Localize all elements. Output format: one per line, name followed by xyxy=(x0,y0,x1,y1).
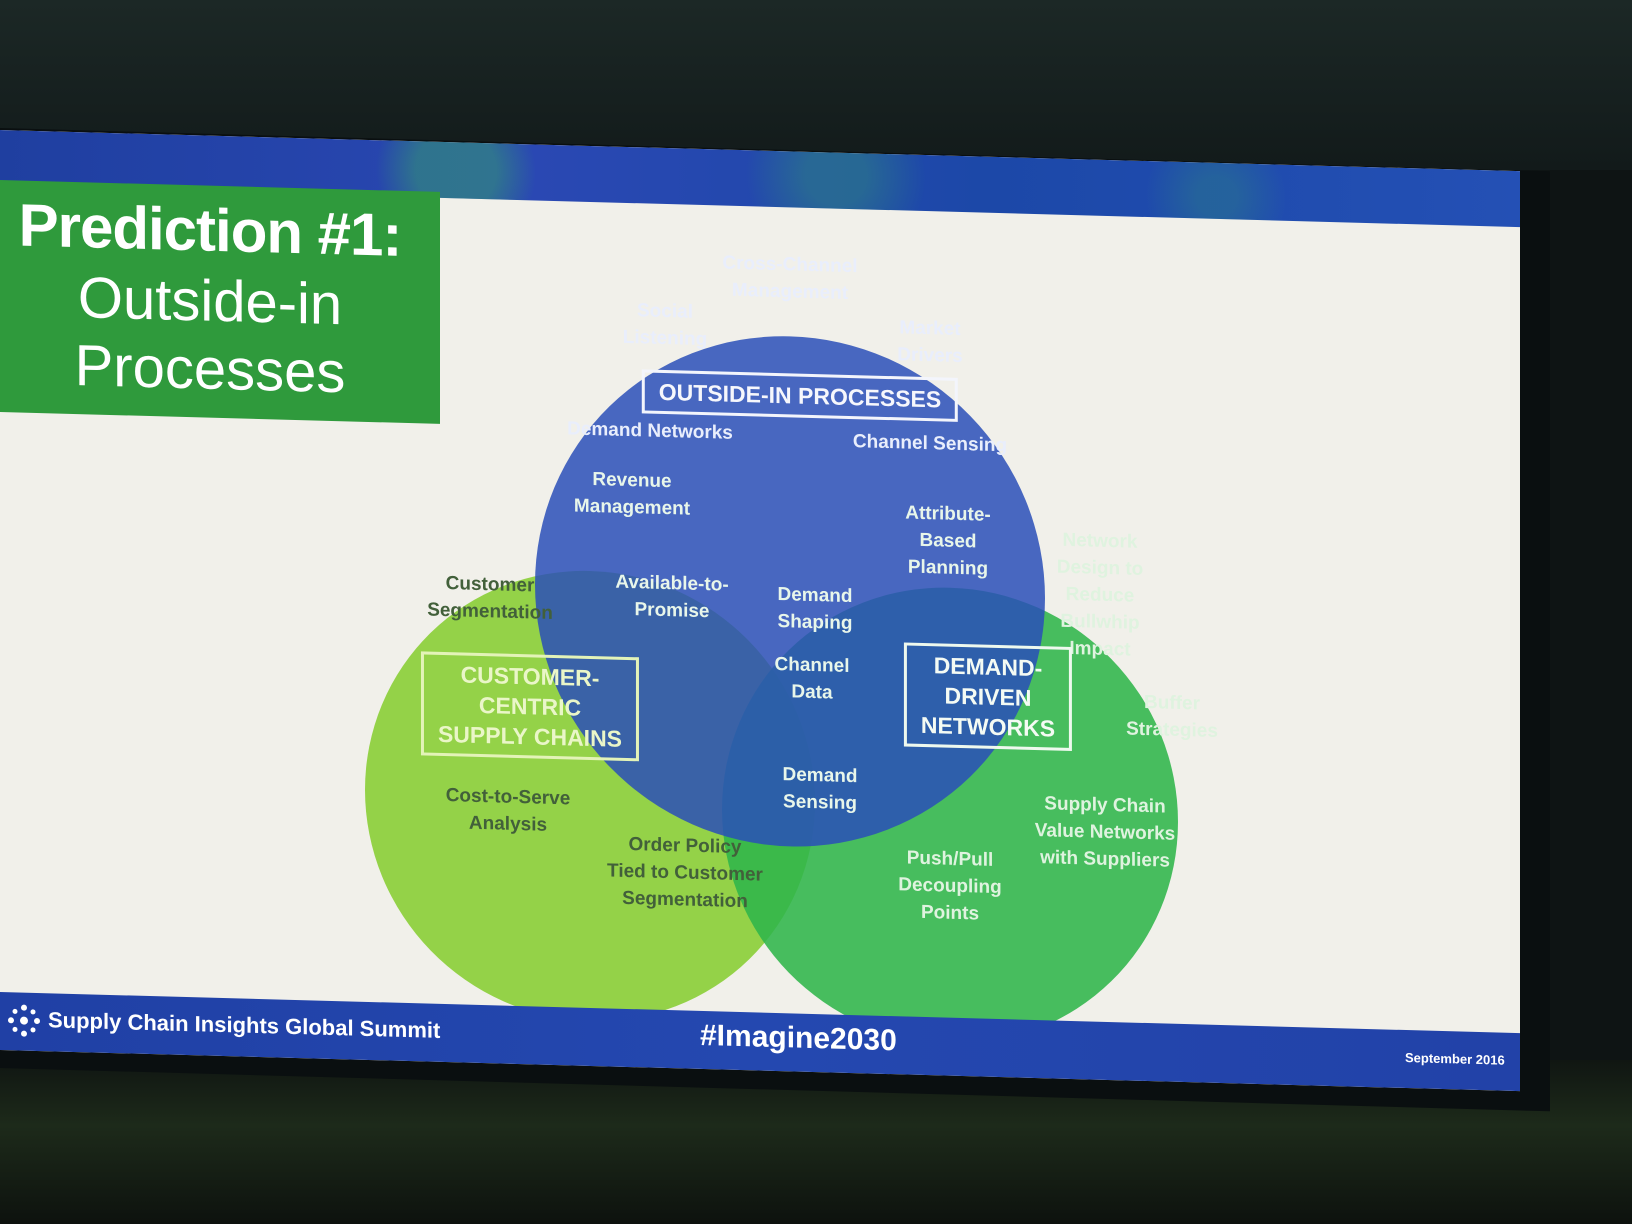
footer-brand: Supply Chain Insights Global Summit xyxy=(48,1007,441,1043)
label-demand-networks: Demand Networks xyxy=(567,418,733,444)
presentation-slide: Prediction #1: Outside-in Processes Cros… xyxy=(0,130,1520,1092)
label-cost-to-serve-analysis: Cost-to-Serve Analysis xyxy=(445,785,571,836)
label-demand-shaping: Demand Shaping xyxy=(777,584,853,635)
label-attribute-based-planning: Attribute- Based Planning xyxy=(905,502,991,580)
snowflake-logo-icon xyxy=(8,1004,40,1037)
label-channel-sensing: Channel Sensing xyxy=(852,431,1008,457)
label-push-pull-decoupling: Push/Pull Decoupling Points xyxy=(898,847,1002,925)
heading-customer-centric-supply-chains: CUSTOMER- CENTRIC SUPPLY CHAINS xyxy=(420,651,640,762)
label-channel-data: Channel Data xyxy=(774,653,850,704)
label-available-to-promise: Available-to- Promise xyxy=(615,571,729,623)
slide-footer-band: Supply Chain Insights Global Summit #Ima… xyxy=(0,992,1520,1092)
heading-outside-in-processes: OUTSIDE-IN PROCESSES xyxy=(641,369,959,422)
label-network-design: Network Design to Reduce Bullwhip Impact xyxy=(1056,529,1144,661)
label-order-policy: Order Policy Tied to Customer Segmentati… xyxy=(607,834,763,913)
label-revenue-management: Revenue Management xyxy=(573,469,691,520)
footer-date: September 2016 xyxy=(1405,1050,1505,1068)
label-cross-channel-management: Cross-Channel Management xyxy=(722,252,858,304)
circle-outside-in xyxy=(535,336,1045,847)
footer-hashtag: #Imagine2030 xyxy=(700,1018,897,1058)
venn-diagram xyxy=(365,336,1178,1044)
label-demand-sensing: Demand Sensing xyxy=(782,764,858,815)
label-social-listening: Social Listening xyxy=(622,300,708,351)
heading-demand-driven-networks: DEMAND- DRIVEN NETWORKS xyxy=(903,642,1073,752)
label-supply-chain-value-networks: Supply Chain Value Networks with Supplie… xyxy=(1034,793,1176,872)
label-market-drivers: Market Drivers xyxy=(897,317,963,368)
label-buffer-strategies: Buffer Strategies xyxy=(1126,691,1218,742)
label-customer-segmentation: Customer Segmentation xyxy=(427,573,553,624)
